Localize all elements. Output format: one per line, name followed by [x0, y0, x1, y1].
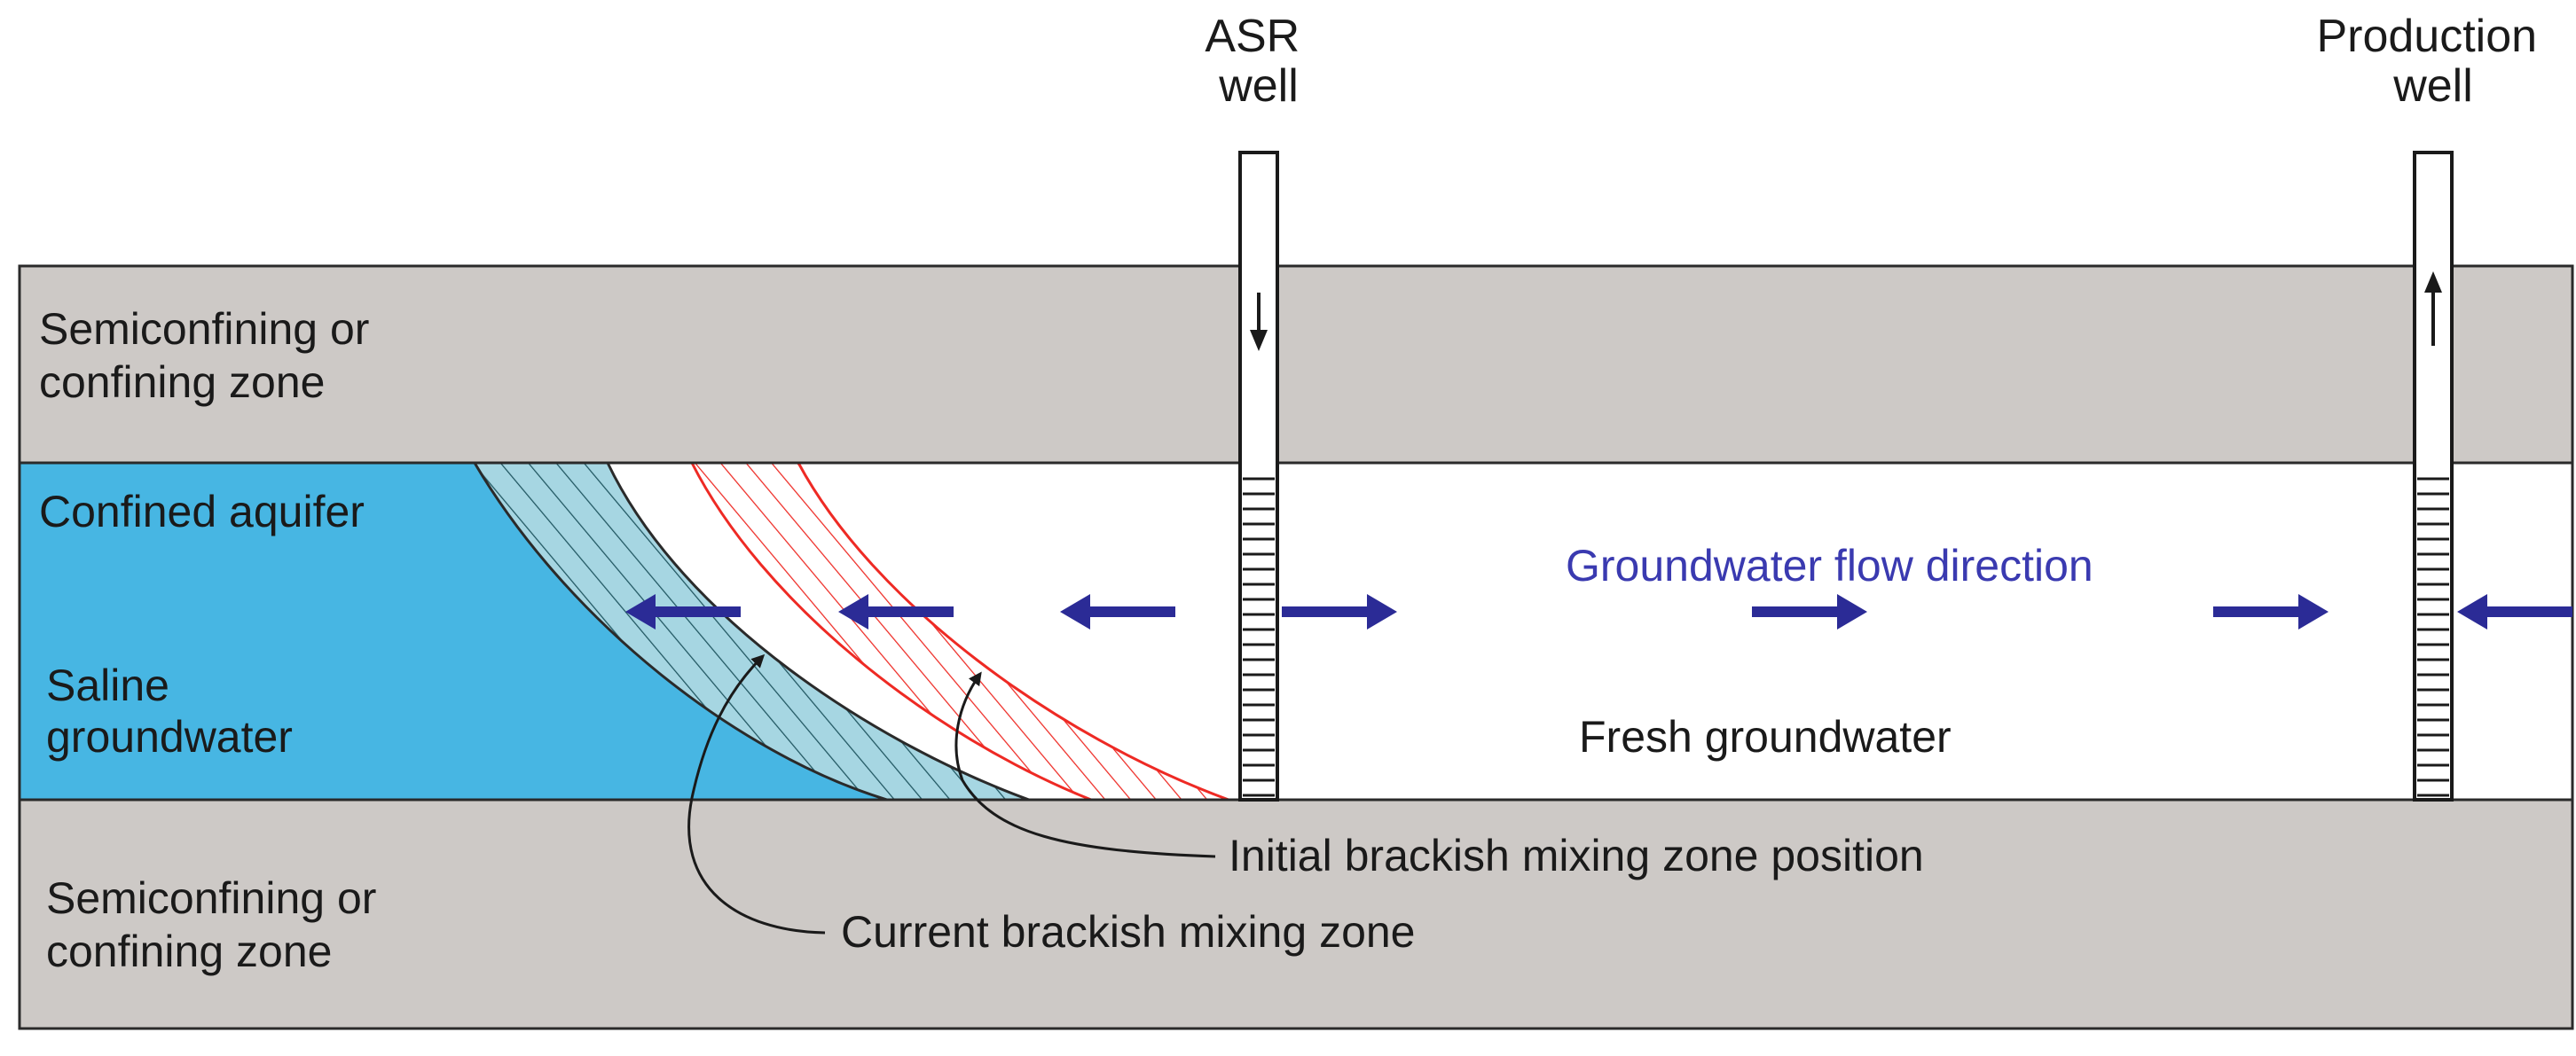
flow-arrow-left-icon [838, 594, 954, 630]
extraction-arrow-icon [2424, 271, 2442, 346]
confined-aquifer-label: Confined aquifer [39, 487, 365, 536]
current-mixing-zone-label: Current brackish mixing zone [841, 907, 1416, 957]
current-zone-leader-line [687, 653, 826, 935]
production-well [2413, 151, 2454, 802]
asr-well [1238, 151, 1279, 802]
flow-arrow-left-icon [2457, 594, 2572, 630]
flow-arrow-right-icon [2213, 594, 2329, 630]
flow-arrow-right-icon [1282, 594, 1397, 630]
bottom-confining-label: Semiconfining or confining zone [46, 873, 389, 976]
bottom-confining-layer [20, 800, 2572, 1029]
flow-arrows [625, 594, 2572, 630]
initial-zone-leader-line [954, 671, 1216, 858]
asr-well-screen [1243, 477, 1275, 797]
fresh-groundwater-label: Fresh groundwater [1579, 712, 1952, 762]
saline-groundwater-label: Saline groundwater [46, 661, 293, 762]
flow-arrow-right-icon [1752, 594, 1867, 630]
saline-groundwater-wedge [20, 463, 887, 800]
flow-direction-label: Groundwater flow direction [1566, 541, 2093, 591]
initial-mixing-zone-label: Initial brackish mixing zone position [1229, 831, 1924, 880]
flow-arrow-left-icon [1060, 594, 1175, 630]
flow-arrow-left-icon [625, 594, 741, 630]
top-confining-label: Semiconfining or confining zone [39, 304, 381, 407]
production-well-screen [2417, 477, 2449, 797]
injection-arrow-icon [1250, 293, 1268, 351]
top-confining-layer [20, 266, 2572, 463]
asr-well-label: ASR well [1205, 11, 1312, 112]
production-well-label: Production well [2316, 11, 2549, 112]
